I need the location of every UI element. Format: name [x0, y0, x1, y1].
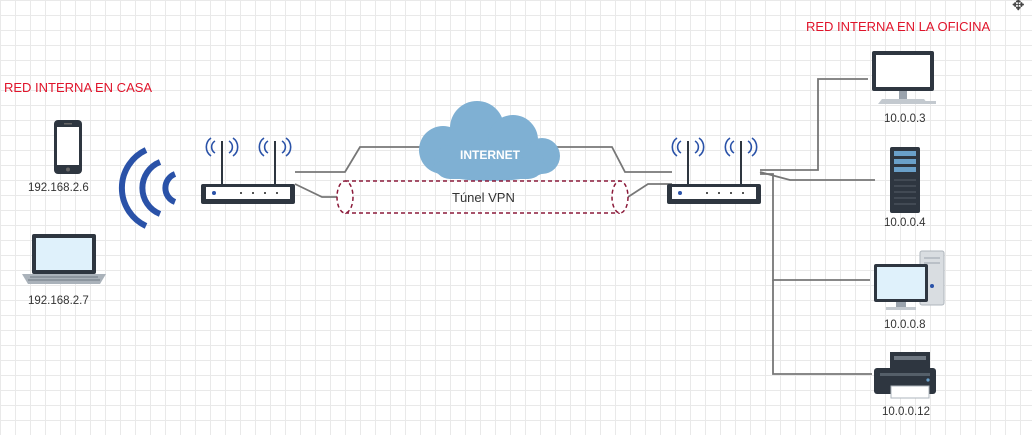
laptop-icon	[22, 234, 106, 284]
desktop-ip-label: 10.0.0.8	[884, 319, 926, 331]
line-to-printer	[772, 280, 872, 375]
office-network-heading: RED INTERNA EN LA OFICINA	[806, 19, 991, 34]
desktop-pc-icon	[874, 250, 945, 310]
server-icon	[890, 147, 920, 213]
connection-lines	[294, 78, 875, 375]
smartphone-icon	[54, 120, 82, 174]
line-to-server	[759, 171, 875, 181]
line-to-monitor	[760, 78, 868, 171]
home-router-icon	[201, 137, 295, 204]
tunnel-left-link	[294, 183, 337, 198]
vpn-tunnel-label: Túnel VPN	[452, 190, 515, 205]
office-router-icon	[667, 137, 761, 204]
printer-ip-label: 10.0.0.12	[882, 406, 930, 418]
server-ip-label: 10.0.0.4	[884, 217, 926, 229]
home-network-heading: RED INTERNA EN CASA	[4, 80, 153, 95]
wifi-signal-icon	[118, 147, 177, 229]
move-cursor-icon: ✥	[1012, 0, 1025, 14]
monitor-ip-label: 10.0.0.3	[884, 113, 926, 125]
tunnel-right-link	[627, 183, 672, 198]
vpn-tunnel	[336, 180, 629, 214]
laptop-ip-label: 192.168.2.7	[28, 295, 89, 307]
router-to-internet-line	[295, 146, 424, 173]
internet-cloud-icon	[419, 101, 560, 181]
line-to-desktop	[760, 173, 870, 281]
monitor-icon	[872, 51, 936, 104]
internet-label: INTERNET	[460, 148, 520, 162]
internet-to-office-router-line	[554, 146, 672, 173]
phone-ip-label: 192.168.2.6	[28, 182, 89, 194]
printer-icon	[874, 352, 936, 399]
